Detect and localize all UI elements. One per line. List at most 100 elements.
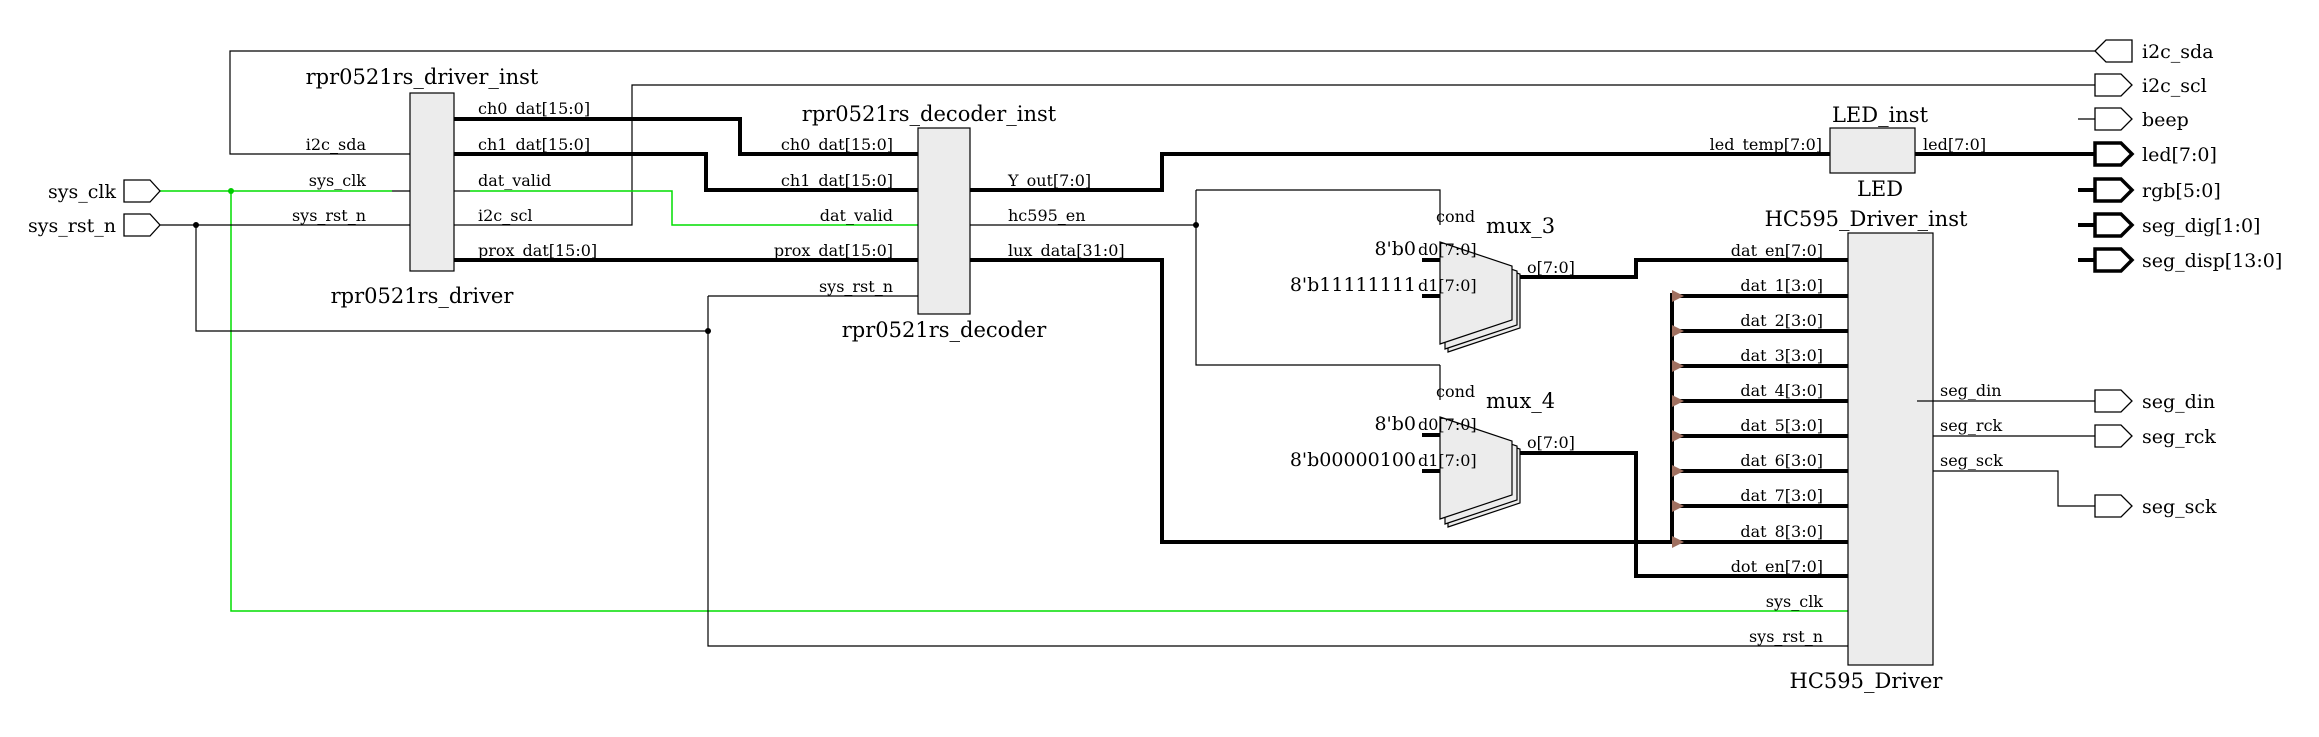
mux4-name: mux_4	[1486, 389, 1555, 413]
decoder-inst-name: rpr0521rs_decoder_inst	[802, 102, 1057, 126]
mux3-name: mux_3	[1486, 214, 1555, 238]
driver-pin-i2c-scl: i2c_scl	[478, 206, 533, 225]
port-i2c-scl-label: i2c_scl	[2142, 75, 2207, 97]
port-seg-rck-label: seg_rck	[2142, 426, 2216, 448]
port-sys-rst-n-label: sys_rst_n	[28, 215, 116, 237]
led-inst-name: LED_inst	[1832, 103, 1929, 127]
wire-i2c-sda	[229, 50, 2095, 155]
hc595-pin-dat-1: dat_1[3:0]	[1740, 276, 1823, 295]
port-seg-sck[interactable]	[2094, 494, 2133, 518]
port-seg-dig-label: seg_dig[1:0]	[2142, 215, 2260, 237]
hc595-box[interactable]	[1847, 232, 1934, 666]
mux4-d0-pin: d0[7:0]	[1418, 415, 1477, 434]
driver-pin-prox-dat: prox_dat[15:0]	[478, 241, 597, 260]
driver-pin-i2c-sda: i2c_sda	[306, 135, 367, 154]
block-rpr0521rs-driver[interactable]: rpr0521rs_driver_inst i2c_sda sys_clk sy…	[292, 65, 597, 308]
hc595-pin-dat-en: dat_en[7:0]	[1731, 241, 1823, 260]
port-led[interactable]	[2093, 141, 2135, 167]
driver-pin-ch1-dat: ch1_dat[15:0]	[478, 135, 590, 154]
bus-ch1-dat	[470, 152, 918, 192]
hc595-pin-dat-5: dat_5[3:0]	[1740, 416, 1823, 435]
wire-seg-sck	[1917, 470, 2095, 507]
hc595-type-name: HC595_Driver	[1790, 669, 1944, 693]
driver-pin-sys-clk: sys_clk	[309, 171, 367, 190]
block-rpr0521rs-decoder[interactable]: rpr0521rs_decoder_inst ch0_dat[15:0] ch1…	[774, 102, 1125, 342]
bus-mux3-out	[1512, 258, 1848, 279]
port-sys-clk-label: sys_clk	[48, 181, 116, 203]
mux3-d0-const: 8'b0	[1374, 238, 1416, 260]
hc595-inst-name: HC595_Driver_inst	[1765, 207, 1968, 231]
mux3-cond-label: cond	[1436, 207, 1475, 226]
output-ports: i2c_sda i2c_scl beep led[7:0] rgb[5:0] s…	[2093, 39, 2282, 518]
hc595-pin-dat-2: dat_2[3:0]	[1740, 311, 1823, 330]
led-box[interactable]	[1829, 127, 1916, 174]
decoder-pin-prox-dat: prox_dat[15:0]	[774, 241, 893, 260]
mux3-d1-pin: d1[7:0]	[1418, 276, 1477, 295]
wires	[160, 50, 2095, 647]
decoder-pin-lux-data: lux_data[31:0]	[1008, 241, 1125, 260]
hc595-pin-dat-4: dat_4[3:0]	[1740, 381, 1823, 400]
decoder-box[interactable]	[917, 127, 971, 315]
mux4-d0-const: 8'b0	[1374, 413, 1416, 435]
driver-pin-ch0-dat: ch0_dat[15:0]	[478, 99, 590, 118]
hc595-pin-dat-3: dat_3[3:0]	[1740, 346, 1823, 365]
driver-pin-sys-rst-n: sys_rst_n	[292, 206, 366, 225]
port-seg-rck[interactable]	[2094, 424, 2133, 448]
hc595-pin-dot-en: dot_en[7:0]	[1731, 557, 1823, 576]
wire-dat-valid	[470, 190, 918, 226]
mux3-shape[interactable]	[1439, 241, 1513, 345]
block-mux-3[interactable]: cond mux_3 8'b0 d0[7:0] 8'b11111111 d1[7…	[1290, 207, 1575, 353]
port-seg-dig[interactable]	[2093, 212, 2135, 238]
bus-y-out	[987, 152, 1830, 192]
hc595-pin-seg-rck: seg_rck	[1940, 416, 2003, 435]
block-hc595-driver[interactable]: HC595_Driver_inst dat_en[7:0] dat_1[3:0]…	[1731, 207, 2003, 693]
mux4-shape[interactable]	[1439, 416, 1513, 520]
port-led-label: led[7:0]	[2142, 144, 2217, 166]
port-seg-din[interactable]	[2094, 389, 2133, 413]
hc595-pin-seg-din: seg_din	[1940, 381, 2002, 400]
port-rgb-label: rgb[5:0]	[2142, 180, 2221, 202]
hc595-pin-sys-rst-n: sys_rst_n	[1749, 627, 1823, 646]
port-seg-disp[interactable]	[2093, 247, 2135, 273]
driver-box[interactable]	[409, 92, 455, 272]
mux3-out-pin: o[7:0]	[1527, 258, 1575, 277]
mux3-d1-const: 8'b11111111	[1290, 274, 1416, 296]
decoder-pin-hc595-en: hc595_en	[1008, 206, 1086, 225]
decoder-pin-y-out: Y_out[7:0]	[1007, 171, 1091, 190]
driver-type-name: rpr0521rs_driver	[331, 284, 515, 308]
port-i2c-scl[interactable]	[2094, 73, 2133, 97]
mux4-d1-const: 8'b00000100	[1290, 449, 1416, 471]
port-rgb[interactable]	[2093, 177, 2135, 203]
decoder-pin-ch1-dat: ch1_dat[15:0]	[781, 171, 893, 190]
block-led[interactable]: LED_inst led_temp[7:0] led[7:0] LED	[1710, 103, 1986, 201]
driver-inst-name: rpr0521rs_driver_inst	[306, 65, 539, 89]
decoder-pin-dat-valid: dat_valid	[820, 206, 893, 225]
driver-pin-dat-valid: dat_valid	[478, 171, 551, 190]
mux4-d1-pin: d1[7:0]	[1418, 451, 1477, 470]
input-ports: sys_clk sys_rst_n	[28, 179, 161, 237]
port-sys-clk[interactable]	[123, 179, 161, 203]
bus-mux4-out	[1512, 451, 1848, 578]
hc595-pin-seg-sck: seg_sck	[1940, 451, 2003, 470]
bus-taps	[1672, 290, 1848, 548]
hc595-pin-sys-clk: sys_clk	[1766, 592, 1824, 611]
led-pin-led-temp: led_temp[7:0]	[1710, 135, 1822, 154]
port-beep-label: beep	[2142, 109, 2189, 131]
bus-lux-data	[987, 258, 1672, 544]
port-i2c-sda-label: i2c_sda	[2142, 41, 2214, 63]
port-i2c-sda[interactable]	[2094, 39, 2133, 63]
bus-ch0-dat	[470, 117, 918, 156]
hc595-pin-dat-8: dat_8[3:0]	[1740, 522, 1823, 541]
led-type-name: LED	[1857, 177, 1903, 201]
decoder-pin-sys-rst-n: sys_rst_n	[819, 277, 893, 296]
port-sys-rst-n[interactable]	[123, 213, 161, 237]
port-seg-sck-label: seg_sck	[2142, 496, 2217, 518]
block-mux-4[interactable]: cond mux_4 8'b0 d0[7:0] 8'b00000100 d1[7…	[1290, 382, 1575, 528]
mux3-d0-pin: d0[7:0]	[1418, 240, 1477, 259]
port-seg-disp-label: seg_disp[13:0]	[2142, 250, 2282, 272]
led-pin-led: led[7:0]	[1923, 135, 1986, 154]
hc595-pin-dat-6: dat_6[3:0]	[1740, 451, 1823, 470]
mux4-out-pin: o[7:0]	[1527, 433, 1575, 452]
port-beep[interactable]	[2094, 107, 2133, 131]
